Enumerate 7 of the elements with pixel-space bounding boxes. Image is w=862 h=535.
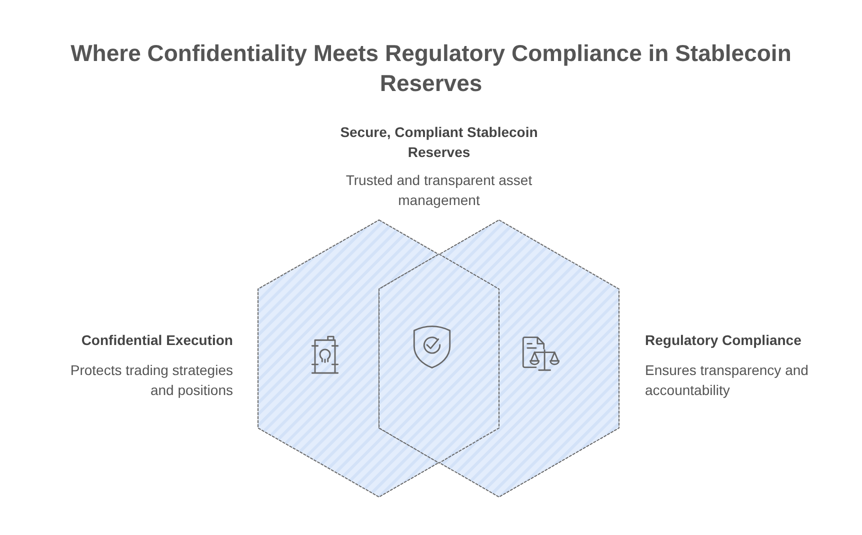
heading-text: Regulatory Compliance	[645, 331, 802, 350]
description-text: Ensures transparency and accountability	[645, 361, 810, 400]
description-text: Protects trading strategies and positions	[69, 361, 233, 400]
description-text: Trusted and transparent asset management	[344, 171, 534, 210]
heading-text: Confidential Execution	[80, 331, 233, 350]
title: Where Confidentiality Meets Regulatory Compliance in Stablecoin Reserves	[70, 39, 792, 98]
heading-text: Secure, Compliant Stablecoin Reserves	[339, 123, 539, 162]
